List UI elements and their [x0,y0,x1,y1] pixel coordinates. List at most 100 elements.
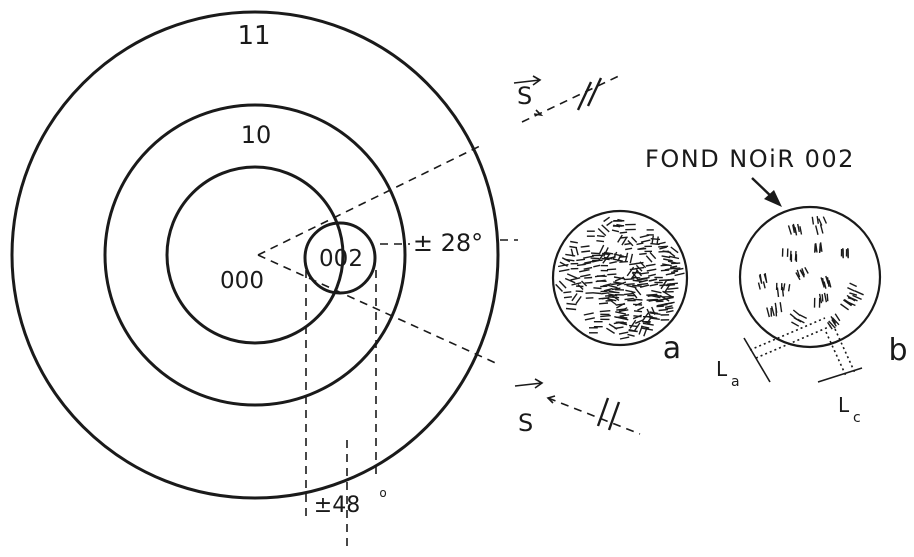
panel-b-label: b [888,333,907,368]
crystallite-stroke [659,310,668,311]
panel-a-crystallite-hatching [556,217,685,339]
crystallite-stroke [612,230,619,232]
bright-crystallite-stroke [790,314,797,320]
crystallite-stroke [667,283,678,284]
crystallite-stroke [627,267,633,276]
crystallite-stroke [567,304,577,305]
vector-s-bottom-label: S [518,409,533,437]
crystallite-stroke [564,297,572,298]
lc-dotted-line-2 [835,329,855,373]
crystallite-stroke [593,265,600,267]
crystallite-stroke [640,273,649,274]
crystallite-stroke [646,264,656,266]
crystallite-stroke [633,280,643,281]
crystallite-stroke [637,279,648,280]
crystallite-stroke [630,254,632,263]
crystallite-stroke [650,244,659,245]
bright-crystallite-stroke [767,308,770,318]
crystallite-stroke [613,252,617,259]
crystallite-stroke [651,291,661,293]
crystallite-stroke [671,247,678,253]
bright-crystallite-stroke [849,293,857,295]
crystallite-stroke [615,327,624,328]
la-tick [744,338,770,382]
crystallite-stroke [579,270,589,272]
bright-crystallite-stroke [793,310,800,316]
crystallite-stroke [620,337,629,339]
angle-48-degree-mark: o [379,486,386,500]
crystallite-stroke [565,254,575,256]
bright-crystallite-stroke [800,315,807,319]
crystallite-stroke [570,242,578,243]
lc-tick [818,368,862,382]
crystallite-stroke [601,293,609,294]
bright-crystallite-stroke [789,284,790,291]
crystallite-stroke [663,259,673,261]
crystallite-stroke [593,288,601,289]
crystallite-stroke [581,251,590,252]
crystallite-stroke [640,235,649,237]
spot-002-label: 002 [319,246,363,272]
crystallite-stroke [600,311,611,312]
bright-crystallite-stroke [800,226,802,234]
bright-crystallite-stroke [823,217,826,224]
bright-crystallite-stroke [789,225,792,234]
crystallite-stroke [648,274,656,276]
crystallite-stroke [650,252,656,258]
crystallite-stroke [591,253,599,254]
crystallite-stroke [639,254,647,255]
crystallite-stroke [642,328,653,330]
crystallite-stroke [666,311,673,313]
panel-a-label: a [663,331,681,366]
crystallite-stroke [566,309,576,310]
spot-000-label: 000 [220,268,264,294]
crystallite-stroke [576,296,581,303]
crystallite-stroke [668,288,679,289]
crystallite-stroke [670,266,677,267]
crystallite-stroke [576,248,578,256]
crystallite-stroke [675,273,685,275]
lc-subscript: c [853,410,861,426]
crystallite-stroke [619,332,628,334]
cone-lower-line [258,255,500,365]
crystallite-stroke [618,317,627,318]
crystallite-stroke [591,258,600,259]
panel-b-bright-crystallites [759,216,864,329]
crystallite-stroke [658,305,668,306]
bright-crystallite-stroke [805,267,808,273]
crystallite-stroke [598,229,606,236]
bright-crystallite-stroke [784,283,785,290]
crystallite-stroke [650,284,658,286]
crystallite-stroke [634,311,642,312]
crystallite-stroke [584,313,594,315]
crystallite-stroke [618,235,623,242]
bright-crystallite-stroke [847,288,854,291]
crystallite-stroke [619,262,628,263]
crystallite-stroke [632,237,637,242]
lc-label: L [838,393,850,417]
vector-s-bottom-ray [548,398,640,434]
crystallite-stroke [559,269,570,271]
crystallite-stroke [624,294,633,295]
crystallite-stroke [624,279,635,280]
crystallite-stroke [616,304,625,305]
crystallite-stroke [632,285,642,286]
crystallite-stroke [662,256,671,258]
crystallite-stroke [580,275,590,277]
bright-crystallite-stroke [812,217,813,225]
vector-s-top-label: S [517,82,532,110]
crystallite-stroke [608,285,618,288]
bright-crystallite-stroke [821,224,823,233]
crystallite-stroke [665,280,674,281]
bright-crystallite-stroke [820,246,821,253]
crystallite-stroke [657,237,658,245]
crystallite-stroke [625,299,634,300]
crystallite-stroke [637,284,648,285]
bright-crystallite-stroke [850,283,857,286]
crystallite-stroke [563,292,571,293]
ring-10-label: 10 [241,121,272,149]
crystallite-stroke [607,274,616,275]
crystallite-stroke [585,283,593,284]
crystallite-stroke [665,302,674,304]
bright-crystallite-stroke [780,302,781,312]
